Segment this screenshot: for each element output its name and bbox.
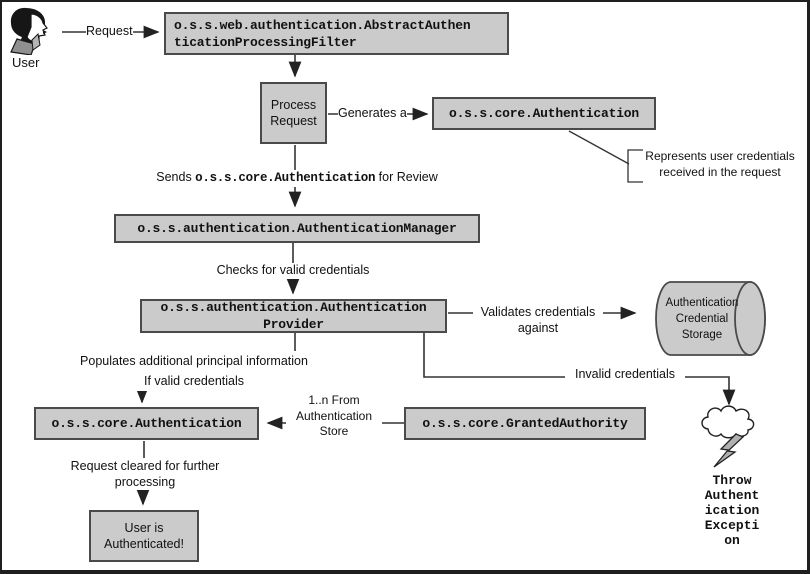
- throw-line5: on: [724, 533, 740, 548]
- node-authentication-manager: o.s.s.authentication.AuthenticationManag…: [114, 214, 480, 243]
- storm-cloud-icon: [701, 405, 755, 439]
- provider-line2: Provider: [263, 317, 324, 332]
- storage-label: Authentication Credential Storage: [657, 295, 747, 343]
- storage-cylinder: [655, 281, 766, 356]
- user-label: User: [12, 55, 40, 71]
- authenticated-line1: User is: [124, 521, 164, 535]
- populates-label: Populates additional principal informati…: [66, 351, 322, 391]
- storage-line1: Authentication: [665, 297, 739, 309]
- node-authentication-provider: o.s.s.authentication.Authentication Prov…: [140, 299, 447, 333]
- from-store-line1: 1..n From: [308, 393, 360, 407]
- validates-line1: Validates credentials: [480, 305, 596, 319]
- validates-line2: against: [517, 320, 559, 335]
- represents-credentials-annotation: Represents user credentials received in …: [633, 148, 807, 180]
- sends-prefix: Sends: [156, 170, 196, 184]
- auth-bottom-text: o.s.s.core.Authentication: [51, 416, 242, 431]
- node-process-request: Process Request: [260, 82, 327, 144]
- node-abstract-authentication-processing-filter: o.s.s.web.authentication.AbstractAuthen …: [164, 12, 509, 55]
- authenticated-line2: Authenticated!: [104, 537, 184, 551]
- process-line1: Process: [270, 98, 317, 112]
- storage-line2: Credential: [675, 313, 729, 325]
- node-user-is-authenticated: User is Authenticated!: [89, 510, 199, 562]
- validates-label: Validates credentials against: [473, 305, 603, 336]
- bracket-icon: [627, 149, 643, 183]
- throw-exception-label: Throw Authent ication Excepti on: [695, 473, 769, 548]
- storage-line3: Storage: [681, 329, 723, 341]
- populates-line1: Populates additional principal informati…: [80, 354, 308, 368]
- request-cleared-label: Request cleared for further processing: [65, 459, 225, 490]
- manager-text: o.s.s.authentication.AuthenticationManag…: [137, 221, 457, 236]
- throw-line2: Authent: [704, 488, 760, 503]
- filter-line2: ticationProcessingFilter: [174, 34, 357, 50]
- from-store-label: 1..n From Authentication Store: [286, 393, 382, 440]
- invalid-credentials-label: Invalid credentials: [565, 367, 685, 383]
- cleared-line2: processing: [114, 474, 176, 489]
- throw-line1: Throw: [712, 473, 752, 488]
- checks-label: Checks for valid credentials: [200, 263, 386, 279]
- sends-for-review-label: Sends o.s.s.core.Authentication for Revi…: [137, 170, 457, 187]
- throw-line4: Excepti: [704, 518, 760, 533]
- throw-line3: ication: [704, 503, 760, 518]
- process-line2: Request: [270, 114, 317, 128]
- line-represents-connector: [568, 130, 630, 165]
- auth-top-text: o.s.s.core.Authentication: [448, 106, 640, 121]
- from-store-line2: Authentication: [295, 408, 373, 423]
- node-core-authentication-bottom: o.s.s.core.Authentication: [34, 407, 259, 440]
- sends-suffix: for Review: [375, 170, 438, 184]
- granted-text: o.s.s.core.GrantedAuthority: [422, 416, 628, 431]
- provider-line1: o.s.s.authentication.Authentication: [160, 300, 427, 315]
- cleared-line1: Request cleared for further: [70, 459, 220, 473]
- represents-line1: Represents user credentials: [645, 149, 795, 163]
- generates-label: Generates a: [338, 106, 407, 122]
- represents-line2: received in the request: [659, 165, 781, 179]
- user-icon: [10, 7, 48, 56]
- from-store-line3: Store: [319, 424, 349, 438]
- lightning-bolt-icon: [713, 433, 745, 468]
- request-label: Request: [86, 24, 133, 40]
- node-core-authentication-top: o.s.s.core.Authentication: [432, 97, 656, 130]
- populates-line2: If valid credentials: [143, 374, 245, 388]
- node-granted-authority: o.s.s.core.GrantedAuthority: [404, 407, 646, 440]
- sends-code: o.s.s.core.Authentication: [195, 171, 376, 185]
- filter-line1: o.s.s.web.authentication.AbstractAuthen: [174, 17, 471, 33]
